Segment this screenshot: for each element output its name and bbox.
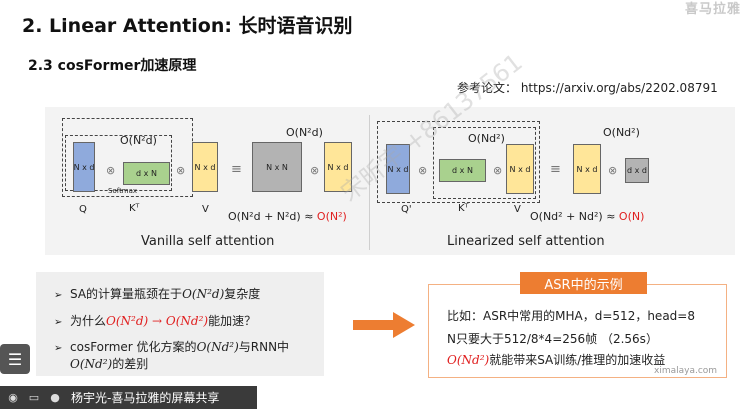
linear-outer-box [377, 121, 540, 203]
equals-icon: ≡ [231, 162, 242, 177]
vanilla-caption: Vanilla self attention [141, 234, 275, 249]
arrow-bullet-icon: ➢ [54, 290, 63, 301]
arrow-bullet-icon: ➢ [54, 343, 63, 354]
kt-label: Kᵀ [129, 203, 140, 214]
linear-inner-box [433, 127, 536, 199]
math: O(Nd²) [196, 340, 239, 354]
q-matrix: N x d [73, 142, 95, 192]
ximalaya-logo: 喜马拉雅 [684, 2, 741, 17]
q-label: Q [79, 204, 87, 215]
dxd-matrix: d x d [625, 158, 649, 183]
nxn-matrix: N x N [252, 142, 302, 192]
text: 复杂度 [224, 287, 261, 301]
total-highlight: O(N) [618, 210, 645, 223]
vanilla-right-complexity: O(N²d) [286, 126, 323, 139]
asr-example-box: 比如：ASR中常用的MHA，d=512，head=8 N只要大于512/8*4=… [428, 284, 727, 378]
multiply-icon: ⊗ [493, 164, 503, 177]
v-matrix: N x d [506, 144, 534, 194]
kt-matrix: d x N [439, 159, 486, 182]
output-matrix: N x d [324, 142, 352, 192]
paper-reference: 参考论文： https://arxiv.org/abs/2202.08791 [457, 81, 718, 95]
v-label: V [514, 204, 521, 215]
text: 为什么 [70, 314, 107, 328]
linear-right-complexity: O(Nd²) [603, 126, 640, 139]
math: O(N²d) [182, 287, 225, 301]
vanilla-total-complexity: O(N²d + N²d) ≈ O(N²) [228, 210, 347, 223]
v-matrix: N x d [192, 142, 218, 192]
asr-line-2: N只要大于512/8*4=256帧 （2.56s） [447, 332, 658, 346]
output-matrix: N x d [573, 144, 601, 194]
total-text: O(N²d + N²d) ≈ [228, 210, 317, 223]
kt-label: Kᵀ [458, 203, 469, 214]
math: O(N²d) → O(Nd²) [106, 314, 209, 328]
text: cosFormer 优化方案的 [70, 340, 197, 354]
multiply-icon: ⊗ [106, 164, 116, 177]
multiply-icon: ⊗ [608, 164, 618, 177]
vanilla-inner-complexity: O(N²d) [120, 134, 157, 147]
screen-share-icon[interactable]: ▭ [28, 391, 40, 404]
q-prime-label: Q' [401, 204, 412, 215]
text: 与RNN中 [238, 340, 290, 354]
vanilla-inner-box [65, 135, 172, 191]
asr-line-1: 比如：ASR中常用的MHA，d=512，head=8 [447, 309, 695, 323]
total-text: O(Nd² + Nd²) ≈ [530, 210, 619, 223]
camera-icon[interactable]: ◉ [8, 391, 18, 404]
arrow-bullet-icon: ➢ [54, 317, 63, 328]
slide-title: 2. Linear Attention: 长时语音识别 [22, 15, 353, 37]
multiply-icon: ⊗ [176, 164, 186, 177]
linear-inner-complexity: O(Nd²) [468, 132, 505, 145]
text: 就能带来SA训练/推理的加速收益 [489, 353, 666, 367]
v-label: V [202, 204, 209, 215]
asr-line-3: O(Nd²)就能带来SA训练/推理的加速收益 [447, 351, 665, 368]
diagram-divider [369, 115, 370, 250]
math: O(Nd²) [447, 353, 490, 367]
text: 能加速？ [208, 314, 257, 328]
right-arrow-icon [353, 312, 415, 338]
softmax-label: Softmax [108, 187, 138, 195]
list-item: ➢ SA的计算量瓶颈在于O(N²d)复杂度 [54, 285, 260, 302]
multiply-icon: ⊗ [310, 164, 320, 177]
menu-icon[interactable]: ☰ [0, 344, 30, 374]
q-prime-matrix: N x d [386, 144, 410, 194]
list-item: ➢ cosFormer 优化方案的O(Nd²)与RNN中 [54, 338, 289, 355]
question-list: ➢ SA的计算量瓶颈在于O(N²d)复杂度 ➢ 为什么O(N²d) → O(Nd²)… [36, 272, 324, 376]
multiply-icon: ⊗ [418, 164, 428, 177]
section-subtitle: 2.3 cosFormer加速原理 [28, 58, 197, 74]
math: O(Nd²) [70, 357, 113, 371]
attention-diagram: O(N²d) N x d ⊗ d x N Softmax ⊗ N x d Q K… [45, 107, 735, 255]
linear-caption: Linearized self attention [447, 234, 605, 249]
equals-icon: ≡ [550, 162, 561, 177]
screen-share-bar: ◉ ▭ ● 杨宇光-喜马拉雅的屏幕共享 [0, 386, 257, 409]
asr-example-title: ASR中的示例 [520, 272, 647, 294]
brand-footer: ximalaya.com [654, 366, 718, 376]
text: 的差别 [112, 357, 149, 371]
presenter-name: 杨宇光-喜马拉雅的屏幕共享 [71, 391, 220, 405]
total-highlight: O(N²) [316, 210, 347, 223]
list-item: ➢ 为什么O(N²d) → O(Nd²)能加速？ [54, 312, 256, 329]
text: SA的计算量瓶颈在于 [70, 287, 183, 301]
microphone-icon[interactable]: ● [50, 391, 60, 404]
kt-matrix: d x N [123, 162, 170, 185]
list-item: O(Nd²)的差别 [70, 355, 148, 372]
linear-total-complexity: O(Nd² + Nd²) ≈ O(N) [530, 210, 644, 223]
